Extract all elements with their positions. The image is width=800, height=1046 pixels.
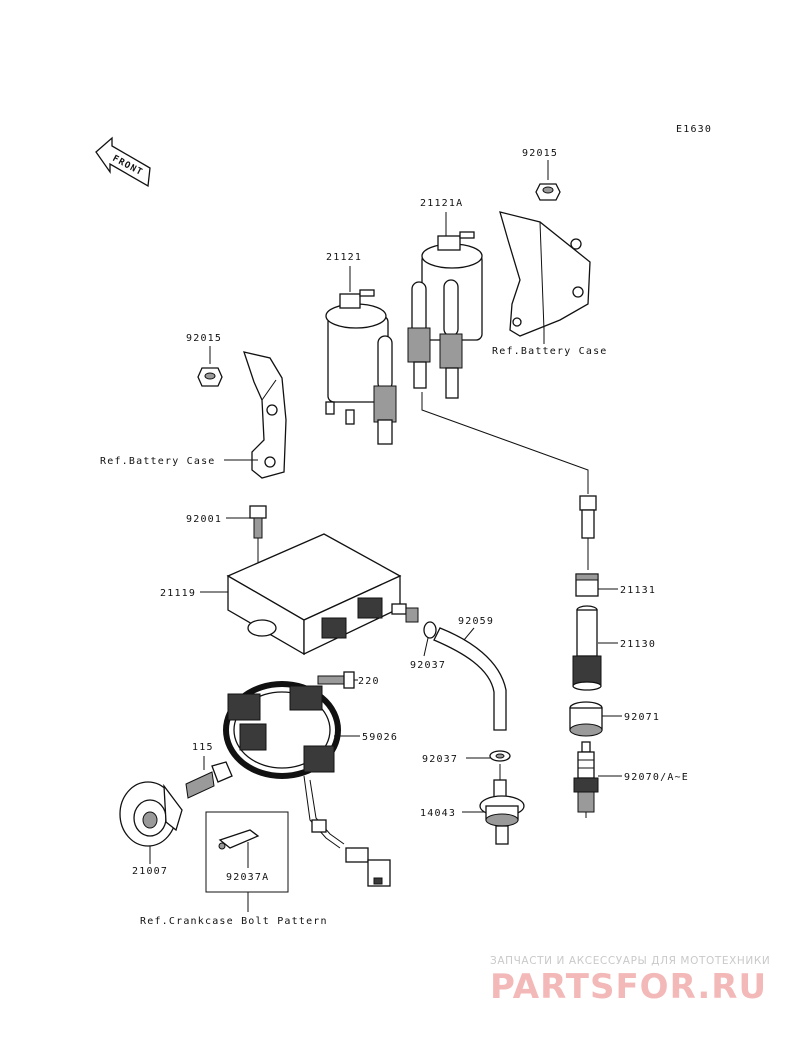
plug-cap-connector-top [579, 495, 597, 570]
clamp-92037-lower [489, 750, 511, 762]
callout-220: 220 [358, 676, 380, 687]
callout-92037-lower: 92037 [422, 754, 458, 765]
callout-92071: 92071 [624, 712, 660, 723]
crankcase-bolt-box [205, 811, 289, 893]
callout-21007: 21007 [132, 866, 168, 877]
plug-cap-21130 [572, 605, 602, 691]
callout-21119: 21119 [160, 588, 196, 599]
ref-crankcase-bolt-pattern: Ref.Crankcase Bolt Pattern [140, 916, 328, 927]
ignition-coil-21121 [325, 289, 397, 445]
plug-cap-21131 [575, 573, 599, 597]
ref-battery-case-right: Ref.Battery Case [492, 346, 608, 357]
battery-case-bracket-right [499, 211, 591, 337]
callout-21121A: 21121A [420, 198, 463, 209]
ignition-coil-21121A [407, 231, 483, 399]
callout-92037-upper: 92037 [410, 660, 446, 671]
callout-92070: 92070/A~E [624, 772, 689, 783]
ref-battery-case-left: Ref.Battery Case [100, 456, 216, 467]
callout-92015-top: 92015 [522, 148, 558, 159]
callout-14043: 14043 [420, 808, 456, 819]
callout-115: 115 [192, 742, 214, 753]
callout-92015-left: 92015 [186, 333, 222, 344]
nut-92015-top [535, 183, 561, 201]
bolt-115 [185, 761, 233, 799]
callout-92037A: 92037A [226, 872, 269, 883]
callout-92001: 92001 [186, 514, 222, 525]
callout-92059: 92059 [458, 616, 494, 627]
bolt-220 [317, 671, 355, 689]
pickup-coil-59026 [223, 681, 391, 887]
hose-92059 [433, 627, 507, 731]
clamp-92037A [218, 829, 260, 850]
callout-21121: 21121 [326, 252, 362, 263]
breather-valve-14043 [479, 779, 525, 845]
igniter-unit-21119 [226, 533, 419, 656]
watermark-brand: PARTSFOR.RU [490, 967, 767, 1007]
battery-case-bracket-left [243, 351, 287, 479]
front-arrow-icon: FRONT [95, 136, 151, 188]
nut-92015-left [197, 367, 223, 387]
spark-plug-92070 [573, 741, 599, 818]
watermark-tagline: ЗАПЧАСТИ И АКСЕССУАРЫ ДЛЯ МОТОТЕХНИКИ [490, 955, 770, 967]
plug-cap-92071 [569, 701, 603, 737]
callout-21130: 21130 [620, 639, 656, 650]
timing-rotor-21007 [119, 781, 183, 847]
diagram-code: E1630 [676, 124, 712, 135]
clamp-92037-upper [423, 621, 437, 639]
callout-59026: 59026 [362, 732, 398, 743]
callout-21131: 21131 [620, 585, 656, 596]
